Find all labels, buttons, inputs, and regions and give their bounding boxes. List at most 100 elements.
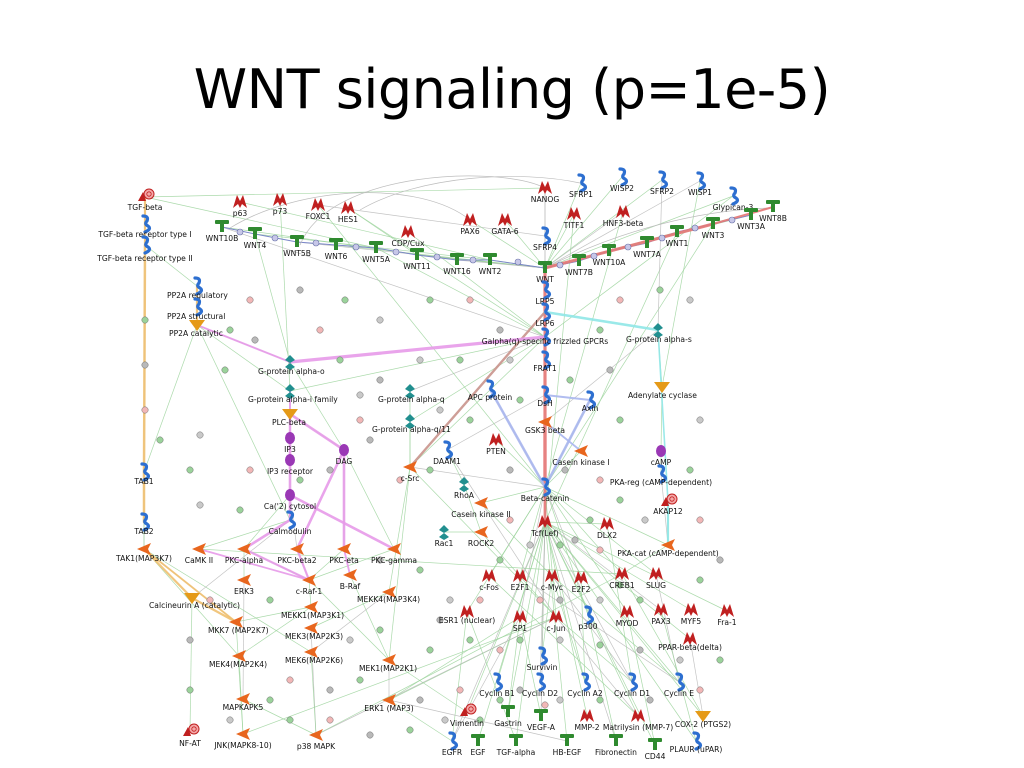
intermediate-node <box>221 366 229 374</box>
tf-icon <box>498 213 512 226</box>
intermediate-node <box>141 406 149 414</box>
interaction-edge <box>544 521 617 742</box>
node-label: p63 <box>233 209 248 218</box>
network-node-frat1: FRAT1 <box>533 350 557 373</box>
intermediate-node <box>266 596 274 604</box>
intermediate-node <box>326 686 334 694</box>
node-label: DsH <box>537 399 553 408</box>
node-label: DAG <box>336 457 353 466</box>
chain-connector-node <box>691 224 699 232</box>
intermediate-node <box>586 516 594 524</box>
node-label: IP3 receptor <box>267 467 314 476</box>
intermediate-node <box>696 516 704 524</box>
node-label: PKC-eta <box>329 556 359 565</box>
network-node-akap12: AKAP12 <box>653 493 683 516</box>
network-node-sfrp1: SFRP1 <box>569 173 593 199</box>
interaction-edge <box>198 519 291 550</box>
interaction-arc <box>229 192 471 229</box>
ligand-icon <box>329 238 343 250</box>
network-node-wnt10a: WNT10A <box>593 244 626 267</box>
highlighted-edge <box>408 310 547 469</box>
ligand-icon <box>609 734 623 746</box>
node-label: PAX3 <box>651 617 670 626</box>
node-label: WNT3 <box>702 231 725 240</box>
intermediate-node <box>226 326 234 334</box>
interaction-edge <box>317 204 546 488</box>
network-node-ck1: Casein kinase I <box>552 445 610 467</box>
intermediate-node <box>556 541 564 549</box>
intermediate-node <box>236 506 244 514</box>
intermediate-node <box>396 476 404 484</box>
highlighted-edge <box>142 547 194 600</box>
gprotein-icon <box>653 323 663 338</box>
kinase-icon <box>304 601 318 613</box>
intermediate-node <box>416 566 424 574</box>
node-label: CREB1 <box>609 581 635 590</box>
ring-icon <box>661 493 678 506</box>
highlighted-edge <box>196 324 291 363</box>
network-node-pkcb2: PKC-beta2 <box>277 543 317 565</box>
receptor-icon <box>541 327 552 347</box>
intermediate-node <box>696 416 704 424</box>
messenger-icon <box>339 444 349 456</box>
intermediate-node <box>336 356 344 364</box>
interaction-edge <box>544 521 588 717</box>
messenger-icon <box>285 454 295 466</box>
node-label: Gastrin <box>494 719 522 728</box>
interaction-edge <box>544 486 623 575</box>
network-node-wnt3a: WNT3A <box>737 208 766 231</box>
ligand-icon <box>602 244 616 256</box>
receptor-icon <box>140 512 151 532</box>
interaction-edge <box>242 579 245 700</box>
node-label: SFRP4 <box>533 243 557 252</box>
chain-connector-node <box>433 253 441 261</box>
ligand-icon <box>215 220 229 232</box>
node-label: WNT4 <box>244 241 267 250</box>
intermediate-node <box>686 466 694 474</box>
interaction-edge <box>466 521 546 713</box>
network-node-creb1: CREB1 <box>609 567 635 590</box>
node-label: PAX6 <box>460 227 479 236</box>
intermediate-node <box>646 696 654 704</box>
interaction-edge <box>544 179 663 269</box>
network-node-adcy: Adenylate cyclase <box>628 382 697 400</box>
node-label: SFRP2 <box>650 187 674 196</box>
node-label: Casein kinase I <box>552 458 609 467</box>
intermediate-node <box>571 536 579 544</box>
interaction-edge <box>507 616 521 713</box>
kinase-icon <box>309 729 323 741</box>
interaction-edge <box>544 521 633 683</box>
interaction-edge <box>388 466 411 593</box>
intermediate-node <box>286 676 294 684</box>
intermediate-node <box>366 436 374 444</box>
node-label: WNT7A <box>633 250 662 259</box>
node-label: GSK3 beta <box>525 426 565 435</box>
network-node-vimentin: Vimentin <box>450 703 484 728</box>
node-label: WNT7B <box>565 268 593 277</box>
tf-icon <box>463 213 477 226</box>
node-label: TAB1 <box>133 477 153 486</box>
network-node-tgfb: TGF-beta <box>127 188 162 212</box>
network-node-craf: c-Raf-1 <box>296 574 322 596</box>
chain-connector-node <box>624 243 632 251</box>
node-label: MYOD <box>616 619 639 628</box>
intermediate-node <box>606 366 614 374</box>
interaction-edge <box>551 575 586 683</box>
network-node-gpc3: Glypican-3 <box>713 186 753 212</box>
chain-connector-node <box>236 228 244 236</box>
interaction-edge <box>587 614 617 742</box>
node-label: NANOG <box>531 195 560 204</box>
network-node-hes1: HES1 <box>338 201 358 224</box>
interaction-edge <box>657 179 663 331</box>
node-label: Beta-catenin <box>521 494 570 503</box>
interaction-edge <box>544 521 608 525</box>
intermediate-node <box>426 646 434 654</box>
intermediate-node <box>376 376 384 384</box>
ligand-icon <box>538 261 552 273</box>
tf-icon <box>631 709 645 722</box>
interaction-edge <box>507 521 546 713</box>
intermediate-node <box>341 296 349 304</box>
node-label: MEKK1(MAP3K1) <box>281 611 344 620</box>
network-node-pkca: PKC-alpha <box>225 543 263 565</box>
node-label: MMP-2 <box>574 723 599 732</box>
